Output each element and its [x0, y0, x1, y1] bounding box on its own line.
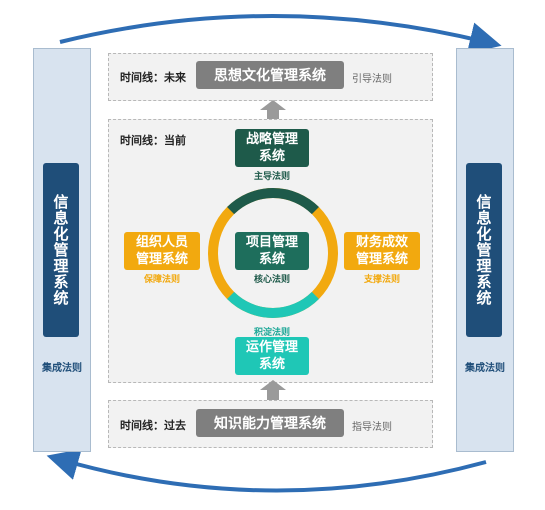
- bottom-band-timeline: 时间线：过去: [120, 419, 186, 432]
- finance-law: 支撑法则: [363, 275, 400, 285]
- strategy-law: 主导法则: [253, 172, 290, 182]
- top-arc-arrow: [59, 14, 502, 54]
- project-law: 核心法则: [253, 275, 290, 285]
- org-people-line2: 管理系统: [135, 252, 188, 267]
- left-column-law: 集成法则: [42, 363, 82, 374]
- project-system-line2: 系统: [258, 252, 285, 267]
- org-people-law: 保障法则: [143, 275, 180, 285]
- operation-system: 运作管理系统: [235, 337, 309, 375]
- project-system: 项目管理系统: [235, 232, 309, 270]
- bottom-arc-arrow: [46, 449, 487, 493]
- top-band-system: 思想文化管理系统: [196, 61, 344, 89]
- operation-line2: 系统: [258, 357, 285, 372]
- up-arrow-bottom: [260, 380, 286, 400]
- strategy-system-line1: 战略管理: [245, 132, 298, 147]
- finance-line2: 管理系统: [355, 252, 408, 267]
- bottom-band-law: 指导法则: [352, 422, 392, 433]
- right-column-law: 集成法则: [465, 363, 505, 374]
- right-column-title: 信息化管理系统: [466, 163, 502, 337]
- ring: [208, 188, 338, 318]
- middle-band-timeline: 时间线：当前: [120, 134, 186, 147]
- finance-system: 财务成效管理系统: [344, 232, 420, 270]
- top-band-timeline: 时间线：未来: [120, 71, 186, 84]
- org-people-line1: 组织人员: [135, 235, 188, 250]
- bottom-band-system: 知识能力管理系统: [196, 409, 344, 437]
- org-people-system: 组织人员管理系统: [124, 232, 200, 270]
- strategy-system-line2: 系统: [258, 149, 285, 164]
- top-band-law: 引导法则: [352, 74, 392, 85]
- finance-line1: 财务成效: [355, 235, 408, 250]
- up-arrow-top: [260, 100, 286, 120]
- operation-law: 积淀法则: [253, 328, 290, 338]
- strategy-system: 战略管理系统: [235, 129, 309, 167]
- project-system-line1: 项目管理: [245, 235, 298, 250]
- operation-line1: 运作管理: [245, 340, 298, 355]
- left-column-title: 信息化管理系统: [43, 163, 79, 337]
